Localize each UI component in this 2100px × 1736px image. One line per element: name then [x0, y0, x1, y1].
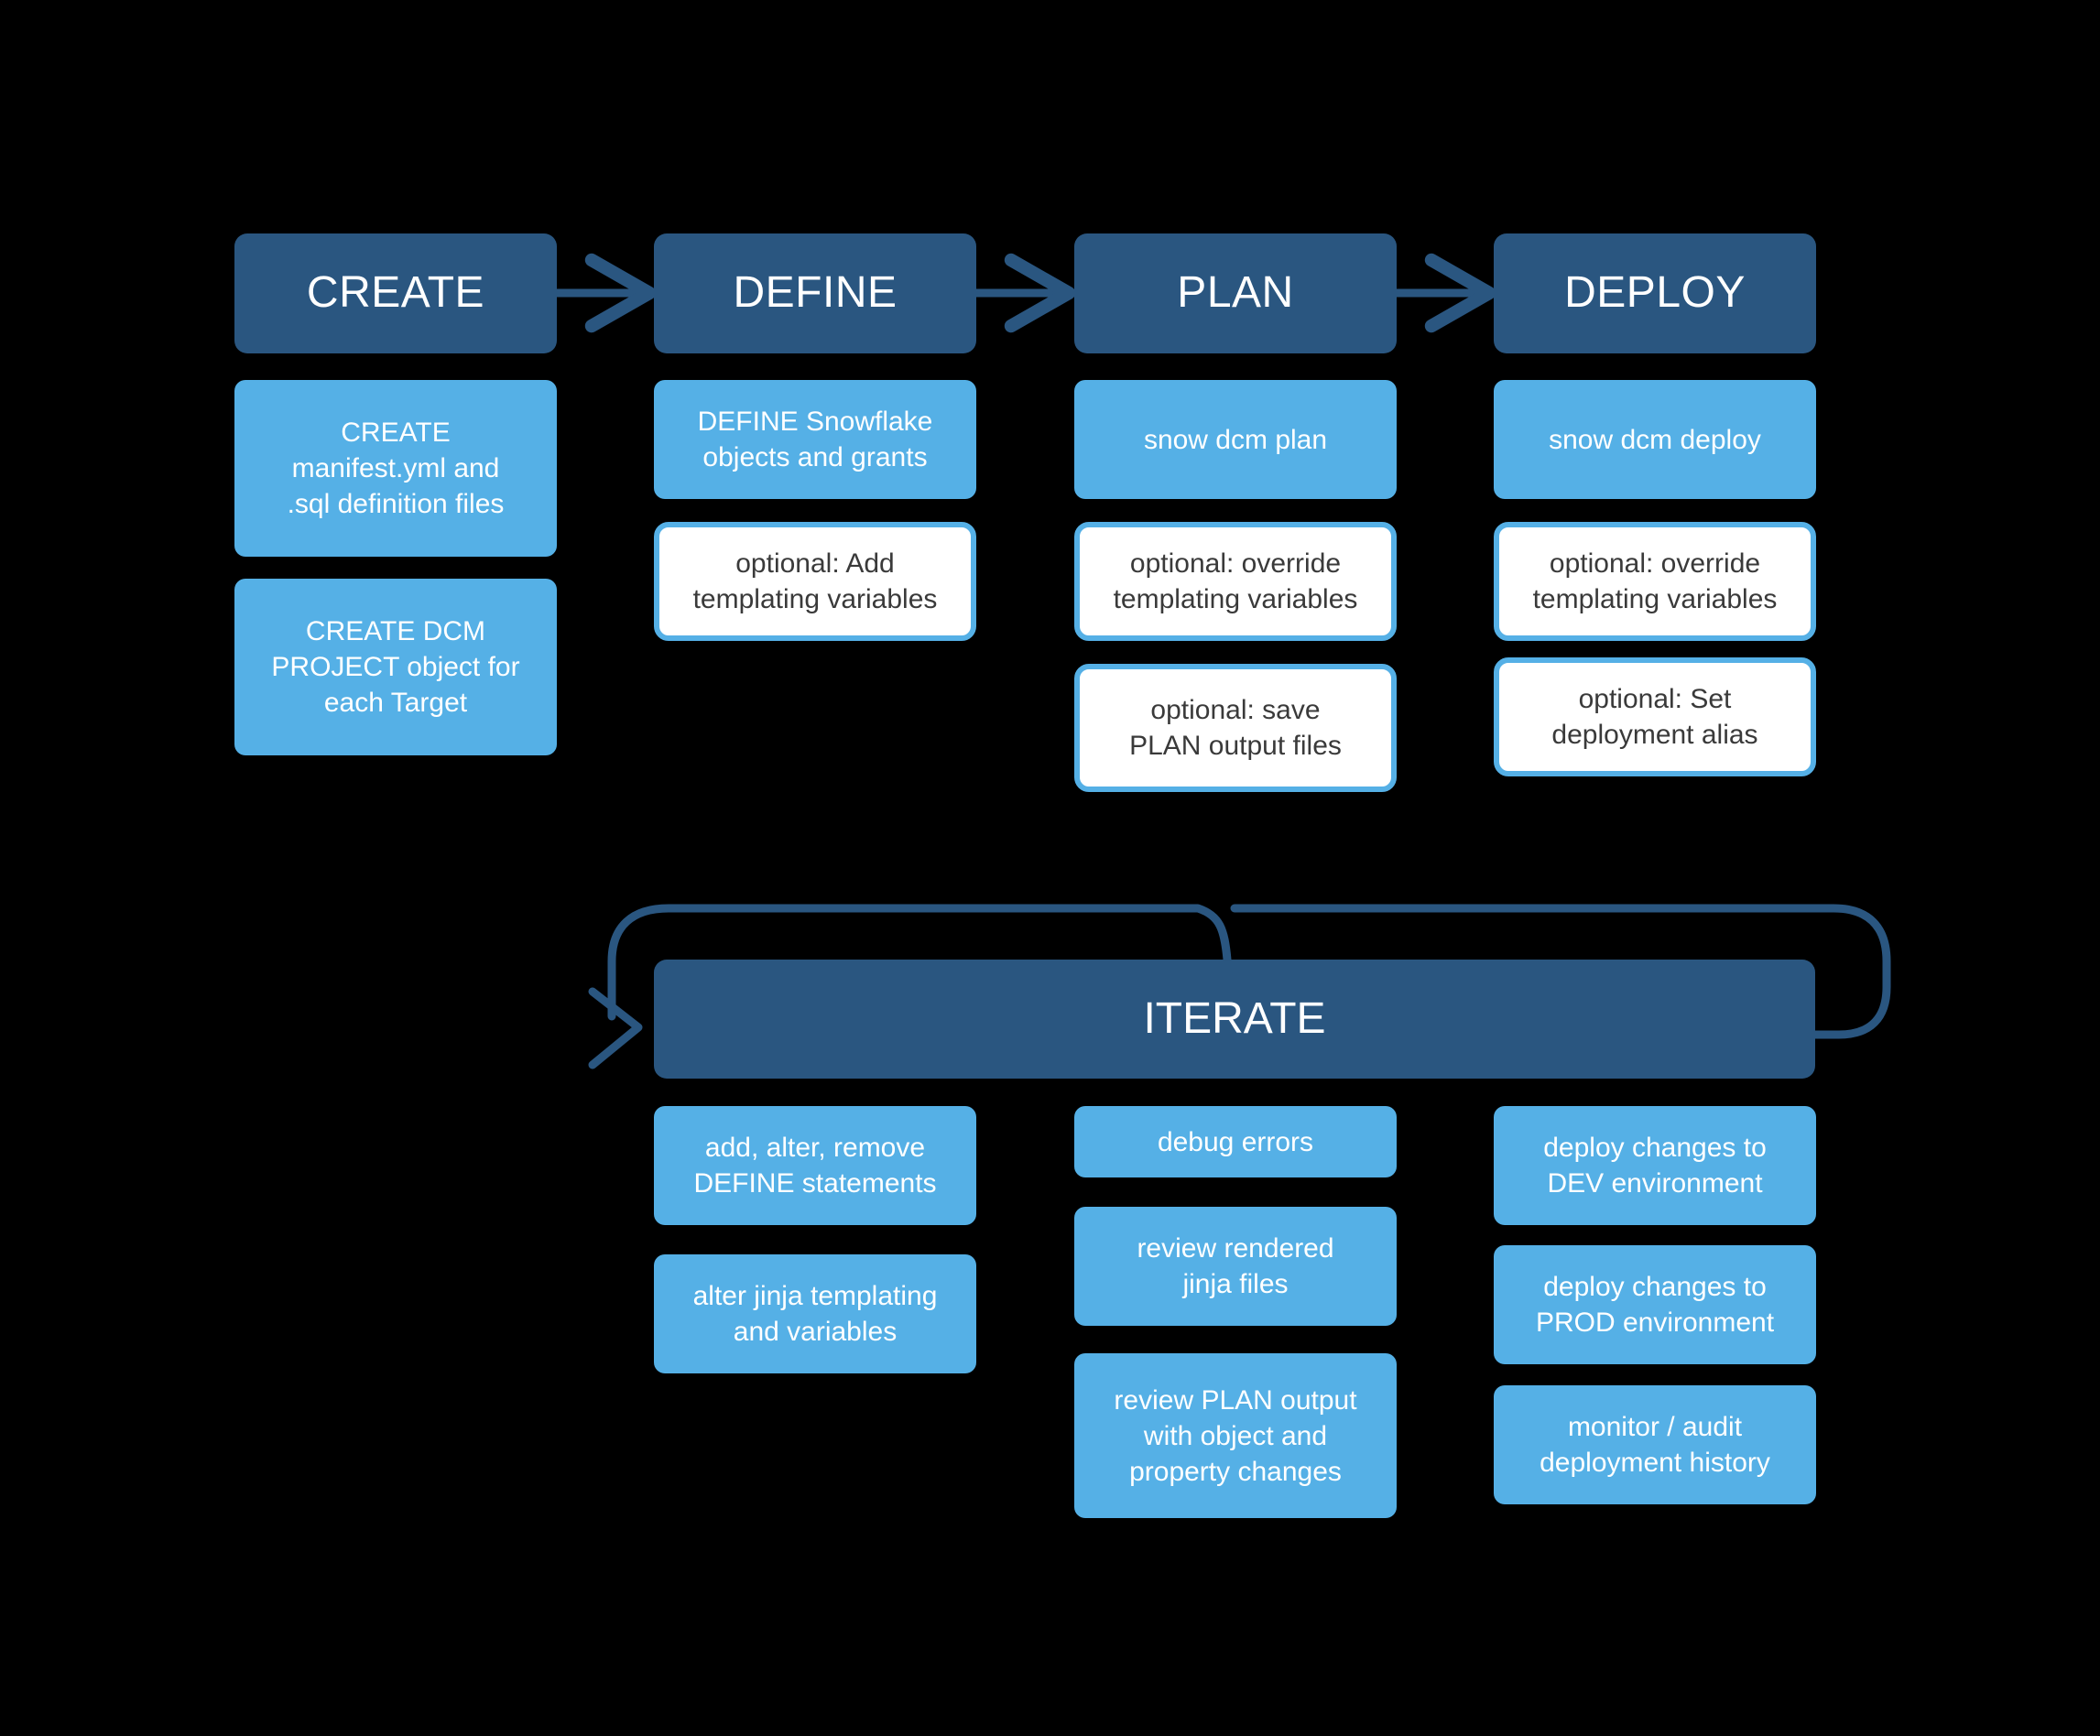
define-card-optional-templating[interactable]: optional: Add templating variables	[654, 522, 976, 641]
iterate-card-debug-errors[interactable]: debug errors	[1074, 1106, 1397, 1177]
plan-card-optional-save-output[interactable]: optional: save PLAN output files	[1074, 664, 1397, 792]
define-card-objects-grants[interactable]: DEFINE Snowflake objects and grants	[654, 380, 976, 499]
create-card-dcm-project[interactable]: CREATE DCM PROJECT object for each Targe…	[234, 579, 557, 755]
iterate-card-deploy-dev[interactable]: deploy changes to DEV environment	[1494, 1106, 1816, 1225]
iterate-card-define-statements[interactable]: add, alter, remove DEFINE statements	[654, 1106, 976, 1225]
deploy-card-optional-alias[interactable]: optional: Set deployment alias	[1494, 657, 1816, 776]
iterate-card-review-jinja[interactable]: review rendered jinja files	[1074, 1207, 1397, 1326]
iterate-card-review-plan-output[interactable]: review PLAN output with object and prope…	[1074, 1353, 1397, 1518]
iterate-card-monitor-audit[interactable]: monitor / audit deployment history	[1494, 1385, 1816, 1504]
phase-header-define[interactable]: DEFINE	[654, 233, 976, 353]
plan-card-optional-override[interactable]: optional: override templating variables	[1074, 522, 1397, 641]
plan-card-snow-dcm-plan[interactable]: snow dcm plan	[1074, 380, 1397, 499]
deploy-card-optional-override[interactable]: optional: override templating variables	[1494, 522, 1816, 641]
create-card-manifest[interactable]: CREATE manifest.yml and .sql definition …	[234, 380, 557, 557]
phase-header-plan[interactable]: PLAN	[1074, 233, 1397, 353]
phase-header-deploy[interactable]: DEPLOY	[1494, 233, 1816, 353]
iterate-card-deploy-prod[interactable]: deploy changes to PROD environment	[1494, 1245, 1816, 1364]
deploy-card-snow-dcm-deploy[interactable]: snow dcm deploy	[1494, 380, 1816, 499]
phase-header-create[interactable]: CREATE	[234, 233, 557, 353]
iterate-header[interactable]: ITERATE	[654, 960, 1815, 1079]
iterate-card-alter-jinja[interactable]: alter jinja templating and variables	[654, 1254, 976, 1373]
